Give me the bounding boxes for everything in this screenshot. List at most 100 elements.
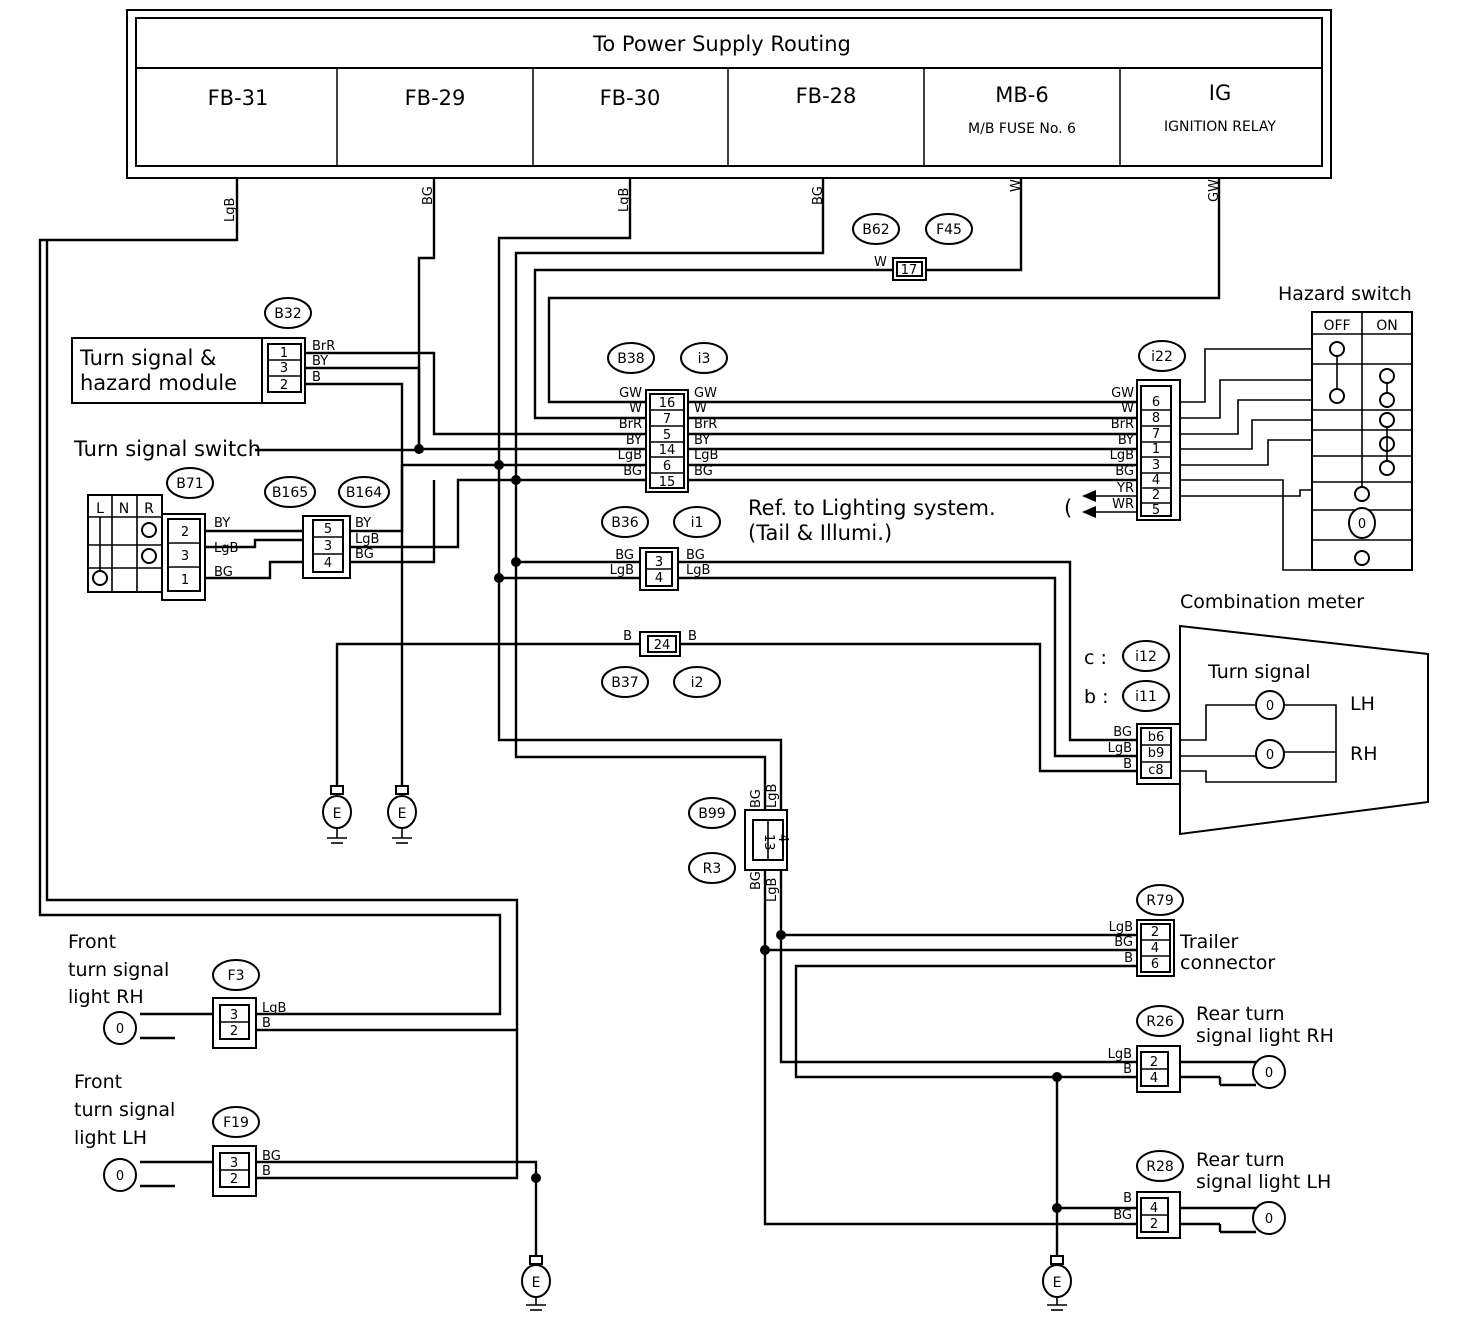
svg-text:light RH: light RH [68, 986, 144, 1008]
connector-b38: 16 7 5 14 6 15 GW W BrR BY LgB BG GW W B… [618, 386, 718, 493]
hazard-switch: Hazard switch OFF ON 0 [1278, 283, 1413, 571]
svg-text:3: 3 [324, 539, 332, 554]
svg-text:14: 14 [659, 443, 676, 458]
tag-i2: i2 [691, 675, 704, 691]
svg-text:6: 6 [663, 459, 671, 474]
ps-wire-bg-1: BG [421, 186, 436, 205]
cell-mb6-sub: M/B FUSE No. 6 [968, 121, 1076, 137]
connector-i22: 6 8 7 1 3 4 2 5 GW W BrR BY LgB BG YR WR [1082, 379, 1181, 521]
combination-meter: Combination meter Turn signal c : b : LH… [1084, 591, 1429, 836]
connector-f19: Front turn signal light LH 3 2 BG B 0 [74, 1071, 281, 1197]
svg-text:3: 3 [280, 361, 288, 376]
svg-text:Rear turn: Rear turn [1196, 1003, 1285, 1025]
svg-text:8: 8 [1152, 411, 1160, 426]
tag-b71: B71 [176, 476, 203, 492]
svg-text:Hazard switch: Hazard switch [1278, 283, 1412, 305]
svg-text:4: 4 [1150, 1071, 1158, 1086]
svg-text:LgB: LgB [610, 563, 634, 578]
svg-text:LgB: LgB [1109, 920, 1133, 935]
svg-text:c :: c : [1084, 647, 1107, 669]
svg-text:4: 4 [1151, 941, 1159, 956]
svg-text:2: 2 [1150, 1055, 1158, 1070]
svg-text:hazard module: hazard module [80, 371, 237, 395]
ref-lighting-line2: (Tail & Illumi.) [748, 521, 892, 545]
tag-r3: R3 [703, 861, 722, 877]
svg-text:turn signal: turn signal [74, 1099, 175, 1121]
cell-fb30: FB-30 [600, 86, 661, 110]
connector-b165: 5 3 4 BY LgB BG [302, 515, 379, 579]
svg-text:13: 13 [761, 834, 776, 851]
svg-text:LgB: LgB [694, 448, 718, 463]
tag-i11: i11 [1135, 689, 1157, 705]
svg-text:3: 3 [1152, 458, 1160, 473]
svg-text:5: 5 [663, 428, 671, 443]
svg-text:2: 2 [1150, 1217, 1158, 1232]
svg-text:BG: BG [615, 548, 634, 563]
svg-text:LgB: LgB [618, 448, 642, 463]
svg-text:W: W [694, 401, 707, 416]
tag-b37: B37 [611, 675, 638, 691]
svg-text:ON: ON [1376, 318, 1398, 334]
svg-text:LgB: LgB [686, 563, 710, 578]
svg-text:4: 4 [1152, 473, 1160, 488]
svg-text:GW: GW [1111, 386, 1134, 401]
ground-3: E [521, 1255, 551, 1311]
svg-text:BG: BG [262, 1149, 281, 1164]
tag-f3: F3 [228, 968, 245, 984]
svg-text:BG: BG [694, 464, 713, 479]
svg-text:E: E [1053, 1275, 1062, 1291]
svg-text:BG: BG [686, 548, 705, 563]
ps-wire-lgb-2: LgB [617, 188, 632, 212]
svg-text:N: N [119, 501, 129, 517]
svg-text:BrR: BrR [619, 417, 642, 432]
svg-text:GW: GW [694, 386, 717, 401]
svg-text:signal light LH: signal light LH [1196, 1171, 1331, 1193]
svg-text:Turn signal: Turn signal [1207, 661, 1311, 683]
svg-text:BG: BG [623, 464, 642, 479]
svg-text:L: L [96, 501, 104, 517]
ref-lighting-paren: ( [1064, 496, 1072, 520]
tag-b165: B165 [272, 485, 308, 501]
svg-text:BrR: BrR [312, 339, 335, 354]
svg-text:6: 6 [1151, 957, 1159, 972]
svg-text:BY: BY [1118, 433, 1134, 448]
cell-fb28: FB-28 [796, 84, 857, 108]
svg-text:2: 2 [230, 1172, 238, 1187]
connector-r79: 2 4 6 LgB BG B Trailer connector [1109, 919, 1275, 977]
svg-text:2: 2 [230, 1024, 238, 1039]
svg-text:B: B [1123, 1062, 1132, 1077]
svg-text:4: 4 [775, 834, 790, 842]
svg-text:LgB: LgB [355, 532, 379, 547]
svg-text:1: 1 [1152, 442, 1160, 457]
svg-text:B: B [623, 629, 632, 644]
svg-text:BY: BY [214, 516, 230, 531]
svg-text:b :: b : [1084, 686, 1109, 708]
svg-text:4: 4 [1150, 1201, 1158, 1216]
cell-fb29: FB-29 [405, 86, 466, 110]
svg-text:15: 15 [659, 475, 676, 490]
svg-text:c8: c8 [1148, 763, 1163, 778]
svg-text:signal light RH: signal light RH [1196, 1025, 1334, 1047]
connector-r26: 2 4 LgB B Rear turn signal light RH 0 [1108, 1003, 1334, 1093]
svg-text:B: B [688, 629, 697, 644]
svg-text:Turn signal switch: Turn signal switch [73, 437, 261, 461]
svg-text:24: 24 [654, 638, 671, 653]
svg-text:7: 7 [1152, 427, 1160, 442]
svg-text:2: 2 [1151, 925, 1159, 940]
svg-text:BG: BG [1115, 464, 1134, 479]
svg-text:BY: BY [694, 433, 710, 448]
svg-text:LgB: LgB [765, 878, 780, 902]
svg-text:BrR: BrR [1111, 417, 1134, 432]
svg-text:B: B [312, 370, 321, 385]
svg-text:Trailer: Trailer [1179, 931, 1239, 953]
svg-text:5: 5 [1152, 503, 1160, 518]
tag-f45: F45 [936, 222, 962, 238]
svg-text:Rear turn: Rear turn [1196, 1149, 1285, 1171]
svg-text:3: 3 [655, 555, 663, 570]
svg-text:W: W [874, 255, 887, 270]
tag-b99: B99 [698, 806, 725, 822]
svg-text:BG: BG [1113, 725, 1132, 740]
tag-b164: B164 [346, 485, 382, 501]
tag-r79: R79 [1146, 893, 1174, 909]
tag-b32: B32 [274, 306, 301, 322]
